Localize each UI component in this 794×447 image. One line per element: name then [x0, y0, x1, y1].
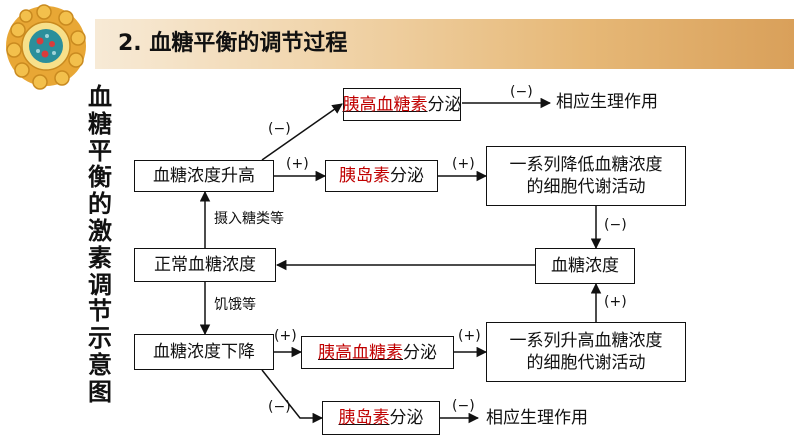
glucose-level-box: 血糖浓度 [535, 248, 635, 284]
label-plus-low-glucagon: (+) [274, 328, 297, 344]
side-title-char: 素 [88, 243, 112, 272]
glucagon-secretion-box-top: 胰高血糖素分泌 [343, 88, 462, 121]
effect-text-bot: 相应生理作用 [486, 408, 588, 428]
side-title-char: 节 [88, 297, 112, 326]
insulin-secretion-box-mid: 胰岛素分泌 [325, 160, 438, 192]
label-minus-high-glucagon: (−) [268, 121, 291, 137]
raising-activity-box: 一系列升高血糖浓度 的细胞代谢活动 [486, 322, 686, 382]
side-title-char: 糖 [88, 109, 112, 138]
side-title-char: 激 [88, 217, 112, 245]
lowering-activity-box: 一系列降低血糖浓度 的细胞代谢活动 [486, 146, 686, 206]
label-plus-insulin-lower: (+) [452, 156, 475, 172]
side-title-char: 调 [88, 270, 112, 299]
side-title-char: 衡 [88, 163, 112, 192]
side-title-char: 的 [88, 190, 112, 219]
label-minus-lower-glucose: (−) [604, 217, 627, 233]
arrow-low-to-insulin [261, 369, 324, 424]
glucose-high-box: 血糖浓度升高 [134, 160, 274, 192]
glucagon-secretion-box-mid: 胰高血糖素分泌 [301, 336, 454, 369]
page-title: 2. 血糖平衡的调节过程 [118, 31, 348, 56]
normal-glucose-box: 正常血糖浓度 [134, 248, 276, 282]
label-minus-glucagon-effect: (−) [510, 84, 533, 100]
effect-text-top: 相应生理作用 [556, 92, 658, 112]
side-title-char: 意 [88, 351, 112, 379]
label-plus-glucagon-raise: (+) [458, 328, 481, 344]
side-title-char: 示 [88, 324, 112, 353]
glucose-low-box: 血糖浓度下降 [134, 334, 274, 370]
label-hunger: 饥饿等 [214, 297, 256, 313]
label-plus-high-insulin: (+) [286, 156, 309, 172]
label-minus-insulin-effect: (−) [452, 398, 475, 414]
header-bar [95, 19, 794, 69]
insulin-secretion-box-bot: 胰岛素分泌 [322, 401, 440, 435]
label-minus-low-insulin: (−) [268, 399, 291, 415]
side-title-char: 血 [88, 83, 112, 111]
arrow-high-to-glucagon [261, 103, 343, 161]
cell-logo-icon [6, 4, 86, 90]
side-title-char: 平 [88, 136, 112, 165]
label-plus-raise-glucose: (+) [604, 294, 627, 310]
side-title-char: 图 [88, 377, 112, 406]
label-intake: 摄入糖类等 [214, 211, 284, 227]
